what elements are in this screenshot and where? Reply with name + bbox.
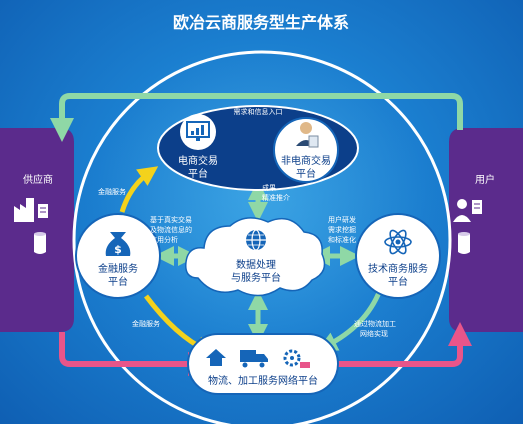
logistics-annotation-2: 网络实现 <box>360 329 388 338</box>
delivery-connector <box>320 322 472 367</box>
svg-text:$: $ <box>114 243 122 256</box>
non-ecommerce-label-1: 非电商交易 <box>281 154 331 167</box>
ecommerce-label-1: 电商交易 <box>178 154 218 167</box>
atom-icon <box>384 229 412 255</box>
supplier-panel <box>0 128 74 332</box>
credit-annotation-1: 基于真实交易 <box>150 215 192 224</box>
money-bag-icon: $ <box>105 232 131 256</box>
credit-annotation-2: 及物流信息的 <box>150 225 192 234</box>
user-icon <box>453 199 482 254</box>
deal-annotation-2: 精准推介 <box>262 193 290 202</box>
monitor-chart-icon <box>186 121 210 141</box>
data-label-1: 数据处理 <box>236 258 276 271</box>
rd-annotation-1: 用户研发 <box>328 215 356 224</box>
logistics-icon <box>206 349 310 368</box>
ecommerce-label-2: 平台 <box>188 167 208 180</box>
logistics-label: 物流、加工服务网络平台 <box>208 374 318 387</box>
finance-label-1: 金融服务 <box>98 262 138 275</box>
credit-annotation-3: 信用分析 <box>150 235 178 244</box>
user-panel <box>449 128 523 332</box>
factory-icon <box>14 198 48 254</box>
businessman-icon <box>296 122 319 148</box>
globe-icon <box>246 229 266 251</box>
rd-annotation-3: 和标准化 <box>328 235 356 244</box>
tech-to-logistics-arrow <box>317 289 383 351</box>
fulfillment-connector <box>59 332 212 376</box>
tech-label-1: 技术商务服务 <box>368 262 428 275</box>
user-label: 用户 <box>475 173 495 186</box>
tech-label-2: 平台 <box>388 275 408 288</box>
deal-annotation-1: 成果 <box>262 183 276 192</box>
data-label-2: 与服务平台 <box>231 271 281 284</box>
demand-connector <box>50 93 463 142</box>
data-node[interactable] <box>185 217 326 297</box>
rd-annotation-2: 需求挖掘 <box>328 225 356 234</box>
finance-label-2: 平台 <box>108 275 128 288</box>
logistics-annotation-1: 通过物流加工 <box>354 319 396 328</box>
tech-node[interactable] <box>355 213 441 299</box>
diagram-title: 欧冶云商服务型生产体系 <box>173 13 349 32</box>
finance-to-ecommerce-arrow <box>119 166 159 213</box>
non-ecommerce-label-2: 平台 <box>296 167 316 180</box>
supplier-label: 供应商 <box>23 173 53 186</box>
demand-entry-annotation: 需求和信息入口 <box>234 107 283 116</box>
finance-bottom-annotation: 金融服务 <box>132 319 160 328</box>
non-ecommerce-node[interactable] <box>273 117 339 183</box>
finance-top-annotation: 金融服务 <box>98 187 126 196</box>
